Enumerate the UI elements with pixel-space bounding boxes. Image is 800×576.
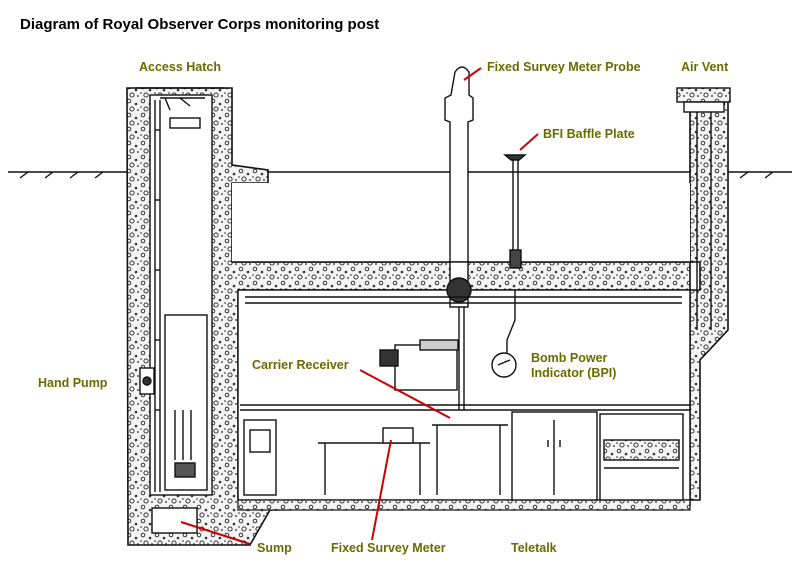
label-bfi-baffle-plate: BFI Baffle Plate: [543, 127, 635, 141]
label-fixed-survey-meter: Fixed Survey Meter: [331, 541, 446, 555]
leader-lines: [180, 67, 539, 545]
label-air-vent: Air Vent: [681, 60, 729, 74]
leader-carrier-receiver: [359, 369, 451, 419]
air-vent-drawing: [676, 87, 731, 330]
label-fixed-survey-meter-probe: Fixed Survey Meter Probe: [487, 60, 641, 74]
label-hand-pump: Hand Pump: [38, 376, 108, 390]
label-bomb-power-indicator-line1: Bomb Power: [531, 351, 608, 365]
label-bomb-power-indicator-line2: Indicator (BPI): [531, 366, 617, 380]
leader-bfi: [519, 133, 539, 151]
ground-line: [8, 171, 792, 179]
access-hatch-drawing: [135, 87, 225, 534]
label-teletalk: Teletalk: [511, 541, 557, 555]
leader-fixed-survey-meter: [371, 439, 392, 541]
label-carrier-receiver: Carrier Receiver: [252, 358, 349, 372]
page-title: Diagram of Royal Observer Corps monitori…: [20, 16, 380, 33]
probe-pipes: [245, 66, 682, 410]
chamber-furniture: [240, 339, 690, 501]
leader-probe: [463, 67, 482, 81]
label-access-hatch: Access Hatch: [139, 60, 221, 74]
leader-sump: [180, 521, 251, 545]
label-sump: Sump: [257, 541, 292, 555]
